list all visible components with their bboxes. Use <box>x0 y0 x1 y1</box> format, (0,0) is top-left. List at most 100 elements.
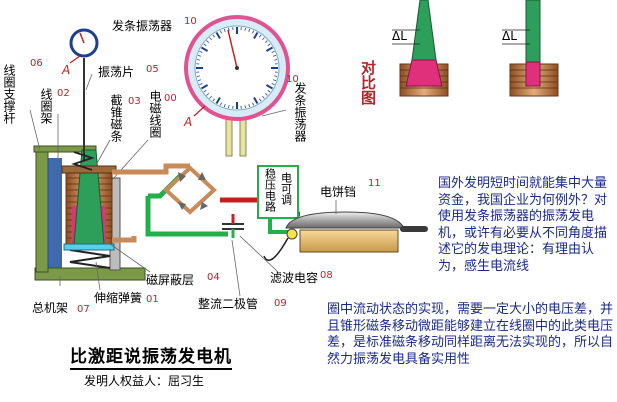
leader-cone <box>95 139 111 166</box>
cmp-bar-pink <box>525 61 541 87</box>
clock-tick <box>264 40 268 43</box>
label-coil-frame: 线圈架 <box>39 88 53 124</box>
label-magnetic-shield: 磁屏蔽层 <box>146 272 194 287</box>
clock-tick <box>271 83 275 86</box>
clock-tick <box>228 27 230 31</box>
label-oscillator-top-num: 10 <box>184 16 197 27</box>
clock-tick <box>252 30 255 34</box>
clock-tick <box>252 102 255 106</box>
clock-tick <box>212 34 215 38</box>
leader-shield <box>109 243 151 273</box>
regulator-box <box>257 165 299 219</box>
clock-tick <box>244 105 246 109</box>
filter-capacitor <box>222 214 244 238</box>
clock-tick <box>197 79 201 82</box>
label-rectifier-num: 09 <box>274 298 287 309</box>
clock-tick <box>262 95 265 99</box>
clock-tick <box>259 34 262 38</box>
label-cone-magnet: 截锥磁条 <box>109 94 123 142</box>
label-total-frame-num: 07 <box>77 304 90 315</box>
label-spring-num: 01 <box>146 294 159 305</box>
clock-tick <box>253 96 259 105</box>
label-point-a-right: A <box>183 115 192 129</box>
clock-tick <box>264 93 268 96</box>
clock-needle <box>227 29 238 69</box>
label-oscillator-right-num: 10 <box>286 74 299 85</box>
comparison-figure <box>392 0 559 97</box>
label-comparison: 对比图 <box>359 59 377 106</box>
description-paragraph-1: 国外发明短时间就能集中大量资金，我国企业为何例外？对使用发条振荡器的振荡发电机，… <box>438 176 608 274</box>
label-total-frame: 总机架 <box>32 301 68 315</box>
generator-assembly <box>29 28 151 291</box>
clock-tick <box>212 98 215 102</box>
coil-frame-arm <box>48 158 62 268</box>
clock-tick <box>209 95 212 99</box>
wire-green-left <box>145 196 228 237</box>
leader-osc-right <box>261 109 287 117</box>
label-adjustable: 电可调 <box>280 172 293 206</box>
clock-tick <box>206 40 210 43</box>
label-electric-iron-num: 11 <box>368 178 381 189</box>
label-coil-support: 线圈支撑杆 <box>2 64 16 124</box>
clock-tick <box>223 28 226 32</box>
leader-spring <box>95 261 101 291</box>
label-coil-support-num: 06 <box>30 58 43 69</box>
rectifier-bridge <box>163 165 217 215</box>
label-coil-frame-num: 02 <box>57 88 70 99</box>
clock-ticks <box>196 27 278 109</box>
iron-knob <box>286 228 298 240</box>
label-spring: 伸缩弹簧 <box>94 290 142 305</box>
clock-tick <box>267 90 271 93</box>
coil-support-rod <box>35 149 49 273</box>
leader-support <box>29 109 41 151</box>
clock-tick <box>200 84 209 90</box>
clock-tick <box>274 75 278 77</box>
big-oscillator <box>184 15 290 157</box>
label-em-coil: 电磁线圈 <box>148 90 162 139</box>
label-magnetic-shield-num: 04 <box>207 272 220 283</box>
clock-tick <box>219 30 222 34</box>
label-vibrating-plate: 振荡片 <box>98 65 134 79</box>
label-vibrating-plate-num: 05 <box>146 64 159 75</box>
clock-tick <box>248 28 251 32</box>
leader-filter <box>239 235 279 273</box>
wire-coil-bottom <box>112 236 137 243</box>
wire-coil-top <box>112 163 190 175</box>
clock-tick <box>271 50 275 53</box>
iron-base <box>299 229 399 253</box>
clock-tick <box>209 37 212 41</box>
label-oscillator-top: 发条振荡器 <box>112 18 172 33</box>
shield-cap <box>63 243 115 251</box>
leader-plate <box>85 73 93 91</box>
clock-tick <box>262 37 265 41</box>
label-delta-l-right: ΔL <box>502 29 517 43</box>
clock-tick <box>274 59 278 61</box>
clock-tick <box>196 75 200 77</box>
page-title: 比激距说振荡发电机 <box>70 342 232 370</box>
label-oscillator-right: 发条振荡器 <box>293 81 307 143</box>
clock-tick <box>267 43 271 46</box>
clock-tick <box>228 105 230 109</box>
label-electric-iron: 电饼铛 <box>320 184 356 199</box>
clock-tick <box>206 93 210 96</box>
electric-iron <box>263 211 428 261</box>
clock-tick <box>273 54 277 57</box>
clock-tick <box>253 31 259 40</box>
vibrating-plate-zigzag <box>71 151 95 171</box>
label-regulator: 稳压电路 <box>264 167 277 213</box>
clock-tick <box>265 84 274 90</box>
cone-magnet <box>73 149 105 245</box>
clock-tick <box>199 83 203 86</box>
clock-tick <box>265 46 274 52</box>
cmp-cone-pink <box>405 59 443 87</box>
clock-tick <box>196 59 200 61</box>
clock-tick <box>203 90 207 93</box>
label-filter-cap-num: 08 <box>320 270 333 281</box>
clock-tick <box>215 96 221 105</box>
iron-handle <box>400 226 428 232</box>
iron-lid <box>285 211 405 229</box>
clock-tick <box>200 46 209 52</box>
clock-tick <box>259 98 262 102</box>
base-platform <box>34 267 146 281</box>
small-dial-needle <box>79 32 85 44</box>
